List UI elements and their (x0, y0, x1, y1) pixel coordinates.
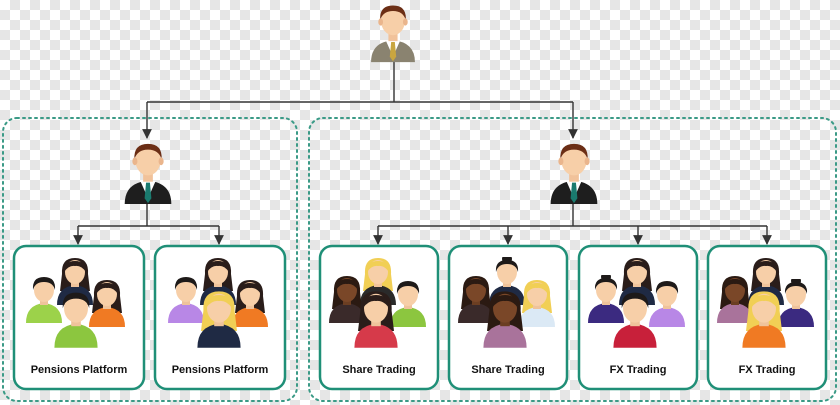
team-label: FX Trading (739, 364, 796, 376)
team-box: FX Trading (577, 244, 699, 391)
connector-lines (73, 62, 772, 245)
team-box: Share Trading (447, 244, 569, 391)
manager-icon (371, 5, 415, 63)
team-label: FX Trading (610, 364, 667, 376)
right-department-group (308, 117, 837, 402)
team-box: FX Trading (706, 244, 828, 391)
team-label: Share Trading (342, 364, 415, 376)
team-box: Share Trading (318, 244, 440, 391)
team-label: Share Trading (471, 364, 544, 376)
team-label: Pensions Platform (172, 364, 269, 376)
manager-icon (124, 143, 172, 205)
manager-icon (550, 143, 598, 205)
left-department-group (2, 117, 298, 402)
team-label: Pensions Platform (31, 364, 128, 376)
team-box: Pensions Platform (12, 244, 146, 391)
team-box: Pensions Platform (153, 244, 287, 391)
